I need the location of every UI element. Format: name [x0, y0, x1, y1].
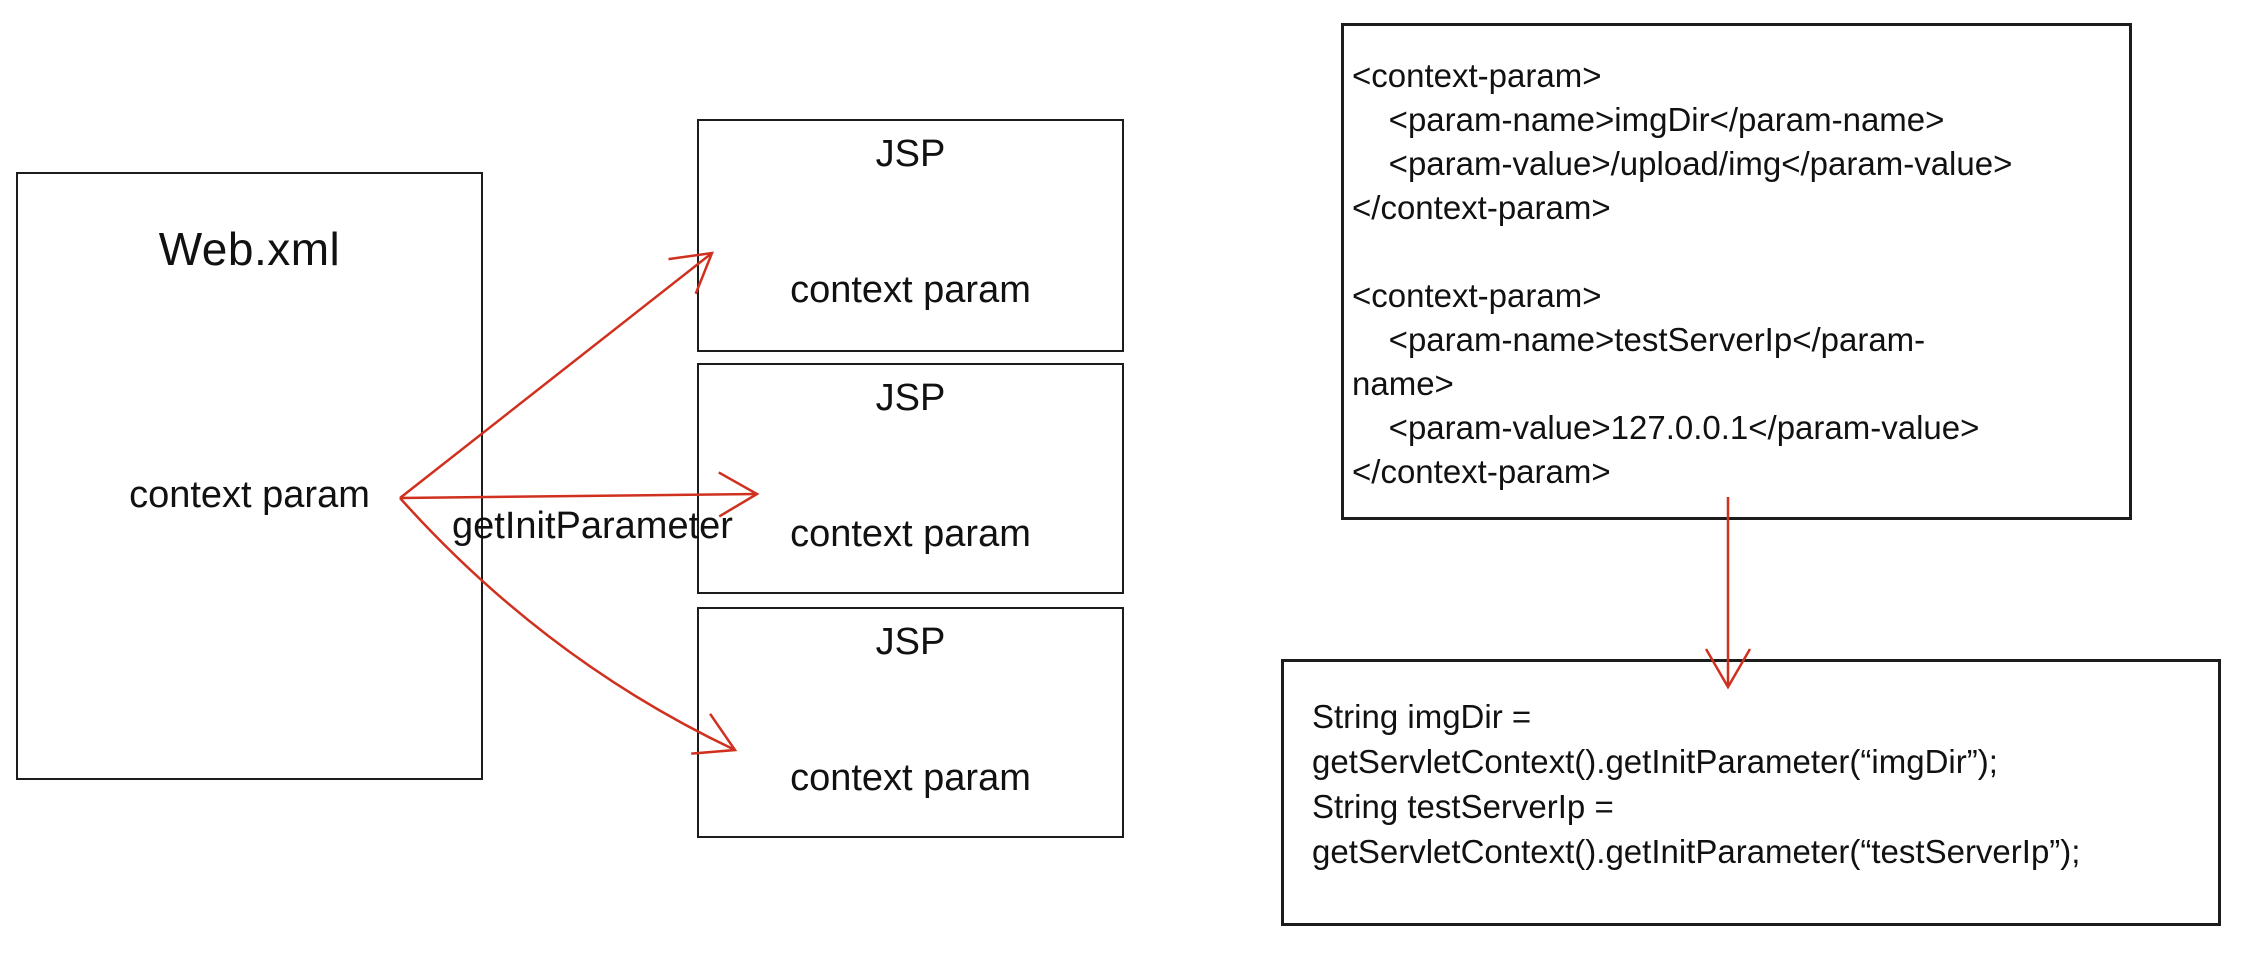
jsp-box-2-title: JSP [875, 377, 946, 419]
webxml-context-param-label: context param [129, 474, 370, 516]
webxml-box: Web.xml context param [16, 172, 483, 780]
xml-context-param-box: <context-param> <param-name>imgDir</para… [1341, 23, 2132, 520]
jsp-box-1-context-param-label: context param [790, 269, 1031, 311]
jsp-box-1-title: JSP [875, 133, 946, 175]
jsp-box-3-title: JSP [875, 621, 946, 663]
jsp-box-2-context-param-label: context param [790, 513, 1031, 555]
webxml-title: Web.xml [158, 223, 341, 275]
jsp-box-1: JSP context param [697, 119, 1124, 352]
jsp-box-3: JSP context param [697, 607, 1124, 838]
jsp-box-2: JSP context param [697, 363, 1124, 594]
java-getinitparameter-box: String imgDir = getServletContext().getI… [1281, 659, 2221, 926]
getinitparameter-label: getInitParameter [452, 505, 733, 547]
jsp-box-3-context-param-label: context param [790, 757, 1031, 799]
